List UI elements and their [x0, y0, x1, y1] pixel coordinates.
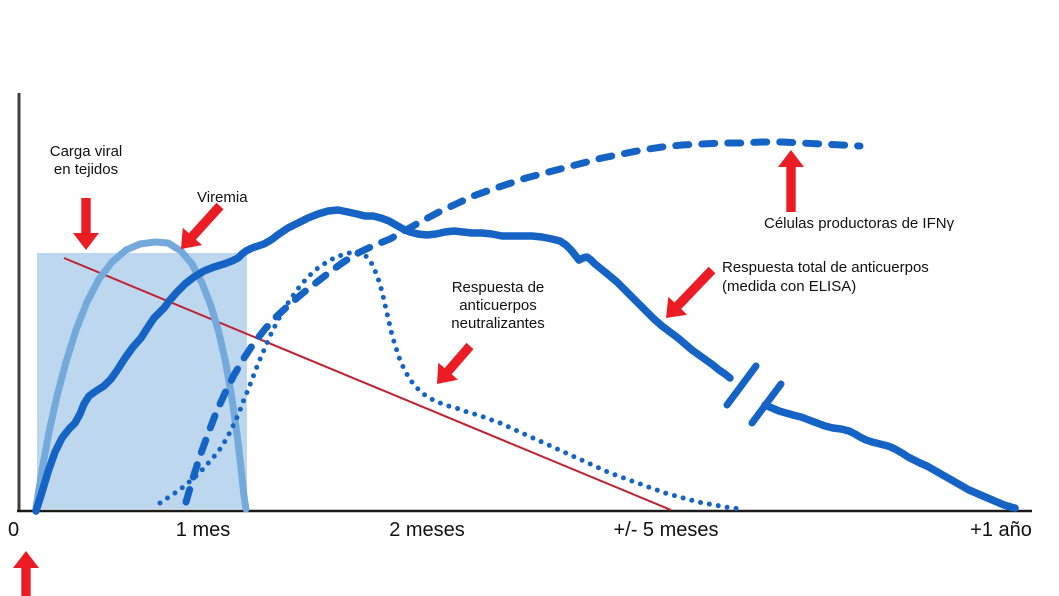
series-respuesta-total-elisa [761, 401, 1019, 512]
series-respuesta-total-elisa [32, 206, 734, 515]
label-anticuerpos-neutralizantes: Respuesta de anticuerpos neutralizantes [451, 279, 545, 332]
acute-phase-region [37, 253, 247, 509]
label-viremia: Viremia [197, 189, 248, 206]
x-tick-5-meses: +/- 5 meses [613, 519, 719, 541]
arrow-origen [13, 551, 39, 596]
x-tick-1-mes: 1 mes [175, 519, 231, 541]
series-carga-viral-en-tejidos [63, 257, 672, 511]
arrow-carga-viral [73, 198, 99, 250]
arrow-ifn [778, 150, 804, 212]
curve-break-mark-0 [723, 362, 760, 409]
x-tick-0: 0 [8, 519, 20, 541]
label-celulas-ifn: Células productoras de IFNγ [764, 215, 955, 232]
arrow-elisa [666, 266, 716, 318]
label-respuesta-total-elisa: Respuesta total de anticuerpos (medida c… [722, 259, 929, 295]
x-tick-2-meses: 2 meses [389, 519, 465, 541]
arrow-neutralizantes [437, 342, 474, 384]
arrow-viremia [181, 202, 224, 249]
x-tick-1-ano: +1 año [970, 519, 1032, 541]
series-viremia [32, 238, 250, 513]
curve-break-mark-1 [748, 380, 785, 427]
series-celulas-ifn [182, 138, 864, 506]
label-carga-viral: Carga viral en tejidos [49, 143, 123, 178]
